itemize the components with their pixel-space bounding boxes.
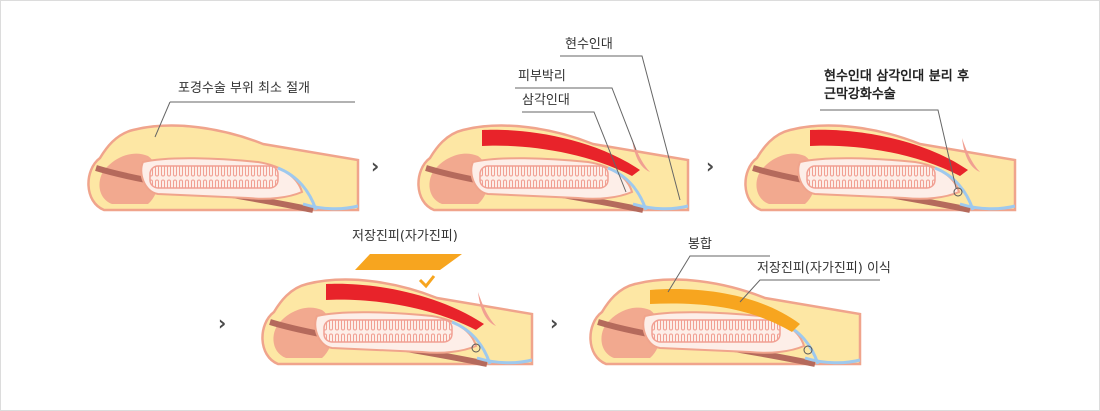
step2-label-suspensory: 현수인대 <box>565 37 613 52</box>
dermis-graft <box>650 289 800 332</box>
leader-line <box>154 101 171 138</box>
step-3: 현수인대 삼각인대 분리 후 근막강화수술 <box>745 68 1015 210</box>
dermis-graft <box>355 254 462 270</box>
red-layer <box>482 129 640 176</box>
leader-line <box>667 255 770 293</box>
arrow-icon: › <box>371 154 379 178</box>
step5-label-suture: 봉합 <box>688 237 712 252</box>
suture-knot-icon <box>471 343 481 353</box>
step-2: 현수인대 피부박리 삼각인대 <box>418 37 688 210</box>
step2-label-triangular: 삼각인대 <box>522 93 570 108</box>
step1-label-incision: 포경수술 부위 최소 절개 <box>178 81 310 96</box>
arrow-icon: › <box>706 154 714 178</box>
leader-line <box>739 279 880 303</box>
arrow-icon: › <box>218 311 226 335</box>
arrow-icon: › <box>550 311 558 335</box>
step2-label-skin: 피부박리 <box>518 69 566 84</box>
step-4: 저장진피(자가진피) <box>262 229 532 364</box>
step4-label-graft: 저장진피(자가진피) <box>352 229 458 244</box>
suture-knot-icon <box>953 187 963 197</box>
leader-line <box>560 55 681 201</box>
step-5: 봉합 저장진피(자가진피) 이식 <box>590 237 891 364</box>
step5-label-transplant: 저장진피(자가진피) 이식 <box>757 261 891 276</box>
step3-label-line2: 근막강화수술 <box>824 86 896 102</box>
leader-line <box>522 111 627 193</box>
leader-line <box>820 109 957 189</box>
leader-line <box>515 87 637 151</box>
suture-knot-icon <box>803 345 813 355</box>
red-layer <box>326 283 484 330</box>
step3-label-line1: 현수인대 삼각인대 분리 후 <box>824 68 969 84</box>
chevron-down-icon <box>418 275 436 289</box>
red-layer <box>810 129 968 176</box>
step-1: 포경수술 부위 최소 절개 <box>88 81 358 210</box>
